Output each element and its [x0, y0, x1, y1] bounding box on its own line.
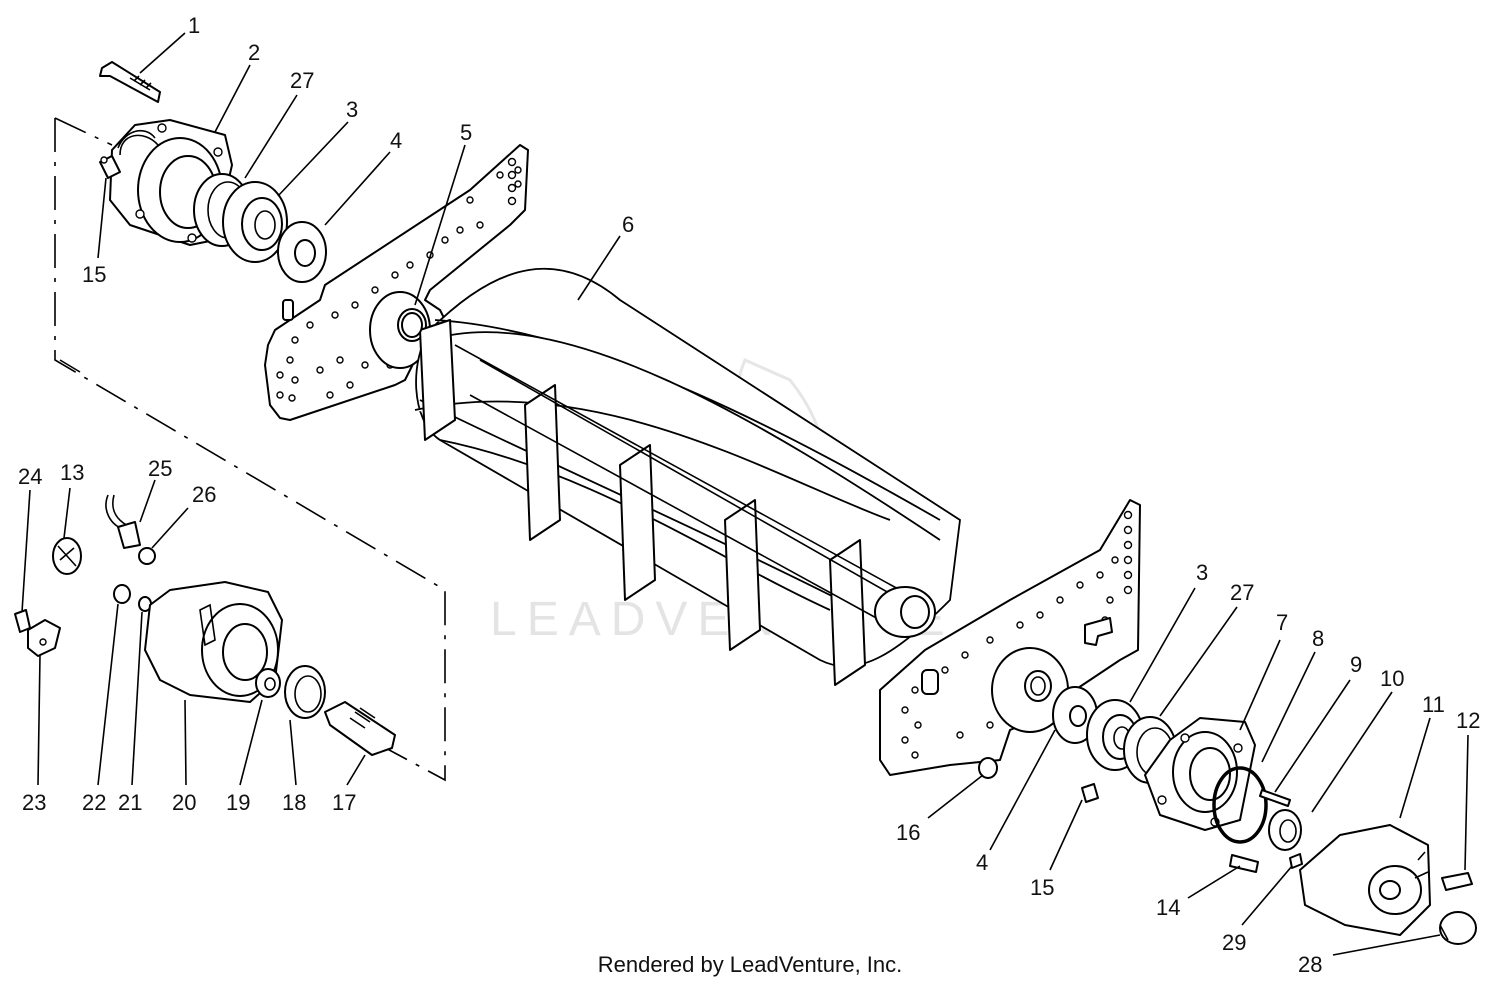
callout-14: 14: [1156, 895, 1180, 920]
right-bearing-housing-assembly: [978, 686, 1477, 945]
leader-lines: [21, 32, 1469, 956]
callout-19: 19: [226, 790, 250, 815]
callout-23: 23: [22, 790, 46, 815]
callout-3b: 3: [1196, 560, 1208, 585]
left-plate-holes: [276, 157, 522, 402]
callout-7: 7: [1276, 610, 1288, 635]
callout-28: 28: [1298, 952, 1322, 977]
footer-credit: Rendered by LeadVenture, Inc.: [597, 952, 903, 977]
callout-12: 12: [1456, 708, 1480, 733]
callout-5: 5: [460, 120, 472, 145]
callout-10: 10: [1380, 666, 1404, 691]
callout-20: 20: [172, 790, 196, 815]
callout-27: 27: [290, 68, 314, 93]
right-side-plate: [879, 499, 1141, 776]
callout-17: 17: [332, 790, 356, 815]
callout-9: 9: [1350, 652, 1362, 677]
callout-4: 4: [390, 128, 402, 153]
callout-4b: 4: [976, 850, 988, 875]
callout-26: 26: [192, 482, 216, 507]
callout-labels: 1 2 27 3 4 5 6 15 24 13 25 26 23 22 21 2…: [18, 13, 1480, 977]
callout-6: 6: [622, 212, 634, 237]
callout-2: 2: [248, 40, 260, 65]
alignment-dashed-lines: [54, 117, 446, 782]
left-bearing-housing-assembly: [99, 61, 327, 283]
cutting-reel: [401, 267, 961, 686]
callout-21: 21: [118, 790, 142, 815]
callout-3: 3: [346, 97, 358, 122]
callout-15: 15: [82, 262, 106, 287]
callout-18: 18: [282, 790, 306, 815]
callout-27b: 27: [1230, 580, 1254, 605]
callout-22: 22: [82, 790, 106, 815]
callout-13: 13: [60, 460, 84, 485]
callout-25: 25: [148, 456, 172, 481]
callout-24: 24: [18, 464, 42, 489]
callout-16: 16: [896, 820, 920, 845]
callout-11: 11: [1422, 692, 1445, 717]
callout-29: 29: [1222, 930, 1246, 955]
callout-15b: 15: [1030, 875, 1054, 900]
callout-8: 8: [1312, 626, 1324, 651]
left-drive-housing-assembly: [14, 494, 396, 756]
callout-1: 1: [188, 13, 200, 38]
